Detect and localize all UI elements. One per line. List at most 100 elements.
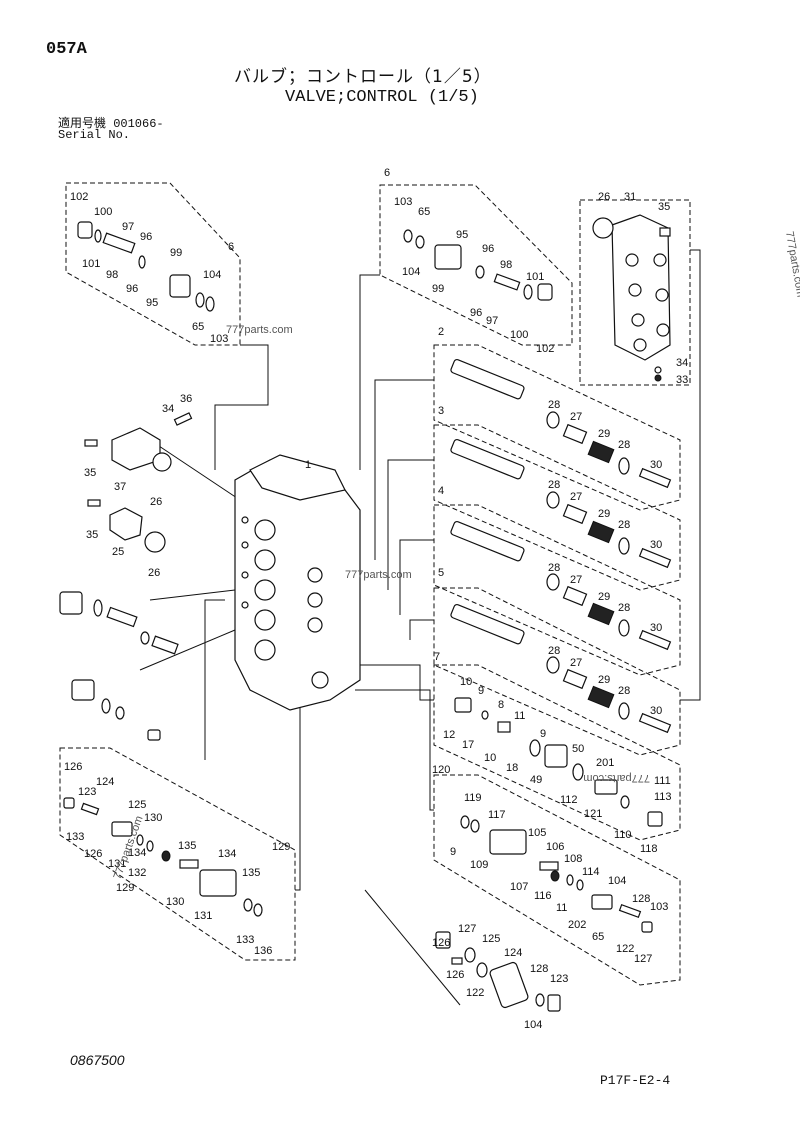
part-number-label: 17 (462, 739, 474, 751)
part-number-label: 100 (510, 329, 528, 341)
part-number-label: 98 (106, 269, 118, 281)
part-number-label: 70 (0, 0, 12, 3)
part-number-label: 99 (432, 283, 444, 295)
part-number-label: 28 (618, 685, 630, 697)
part-number-label: 123 (550, 973, 568, 985)
part-number-label: 95 (146, 297, 158, 309)
part-number-label: 7 (434, 651, 440, 663)
part-number-label: 134 (128, 847, 146, 859)
part-number-label: 28 (618, 439, 630, 451)
part-number-label: 125 (482, 933, 500, 945)
part-number-label: 126 (84, 848, 102, 860)
part-number-label: 26 (150, 496, 162, 508)
part-number-label: 202 (568, 919, 586, 931)
part-number-label: 102 (536, 343, 554, 355)
relief-cartridge-middle (403, 229, 553, 301)
part-number-label: 116 (534, 890, 552, 902)
part-number-label: 97 (486, 315, 498, 327)
part-number-label: 28 (618, 519, 630, 531)
part-number-label: 129 (272, 841, 290, 853)
part-number-label: 125 (128, 799, 146, 811)
part-number-label: 9 (540, 728, 546, 740)
part-number-label: 8 (498, 699, 504, 711)
part-number-label: 128 (632, 893, 650, 905)
part-number-label: 9 (0, 0, 6, 3)
document-number: 0867500 (70, 1052, 125, 1068)
part-number-label: 124 (96, 776, 114, 788)
part-number-label: 30 (650, 705, 662, 717)
part-number-label: 136 (254, 945, 272, 957)
part-number-label: 101 (82, 258, 100, 270)
part-number-label: 102 (70, 191, 88, 203)
part-number-label: 103 (0, 0, 18, 3)
part-number-label: 107 (510, 881, 528, 893)
part-number-label: 65 (418, 206, 430, 218)
part-number-label: 65 (592, 931, 604, 943)
part-number-label: 27 (570, 574, 582, 586)
part-number-label: 29 (598, 428, 610, 440)
part-number-label: 49 (530, 774, 542, 786)
part-number-label: 99 (170, 247, 182, 259)
part-number-label: 114 (582, 866, 600, 878)
part-number-label: 50 (0, 0, 12, 3)
part-number-label: 28 (548, 399, 560, 411)
part-number-label: 73 (0, 0, 12, 3)
watermark-text: 777parts.com (583, 772, 650, 784)
side-cover (592, 214, 671, 382)
part-number-label: 34 (676, 357, 688, 369)
part-number-label: 9 (450, 846, 456, 858)
part-number-label: 201 (596, 757, 614, 769)
sheet-code: P17F-E2-4 (600, 1073, 671, 1088)
part-number-label: 26 (598, 191, 610, 203)
part-number-label: 49 (0, 0, 12, 3)
part-number-label: 112 (560, 794, 578, 806)
part-number-label: 129 (116, 882, 134, 894)
part-number-label: 121 (584, 808, 602, 820)
part-number-label: 108 (564, 853, 582, 865)
valve-body (234, 454, 361, 711)
part-number-label: 119 (464, 792, 482, 804)
part-number-label: 28 (548, 479, 560, 491)
part-number-label: 128 (530, 963, 548, 975)
part-number-label: 202 (0, 0, 18, 3)
part-number-label: 31 (624, 191, 636, 203)
serial-label-english: Serial No. (58, 128, 131, 142)
part-number-label: 28 (548, 645, 560, 657)
part-number-label: 96 (126, 283, 138, 295)
left-parts (59, 412, 193, 741)
part-number-label: 124 (504, 947, 522, 959)
part-number-label: 126 (64, 761, 82, 773)
part-number-label: 133 (236, 934, 254, 946)
part-number-label: 65 (0, 0, 12, 3)
spool-rows (450, 358, 672, 734)
part-number-label: 35 (84, 467, 96, 479)
part-number-label: 130 (166, 896, 184, 908)
part-number-label: 127 (634, 953, 652, 965)
part-number-label: 103 (394, 196, 412, 208)
part-number-label: 6 (228, 241, 234, 253)
part-number-label: 36 (180, 393, 192, 405)
group-202-right-parts (460, 815, 653, 933)
part-number-label: 120 (432, 764, 450, 776)
part-number-label: 29 (598, 591, 610, 603)
part-number-label: 30 (650, 459, 662, 471)
part-number-label: 123 (78, 786, 96, 798)
part-number-label: 96 (482, 243, 494, 255)
part-number-label: 75 (0, 0, 12, 3)
part-number-label: 133 (66, 831, 84, 843)
part-number-label: 106 (546, 841, 564, 853)
part-number-label: 28 (548, 562, 560, 574)
part-number-label: 104 (203, 269, 221, 281)
page-code: 057A (46, 40, 87, 59)
part-number-label: 122 (616, 943, 634, 955)
part-number-label: 5 (438, 567, 444, 579)
part-number-label: 126 (432, 937, 450, 949)
part-number-label: 27 (570, 411, 582, 423)
part-number-label: 28 (618, 602, 630, 614)
part-number-label: 117 (488, 809, 506, 821)
part-number-label: 11 (514, 710, 525, 722)
part-number-label: 29 (598, 674, 610, 686)
part-number-label: 96 (140, 231, 152, 243)
part-number-label: 104 (524, 1019, 542, 1031)
